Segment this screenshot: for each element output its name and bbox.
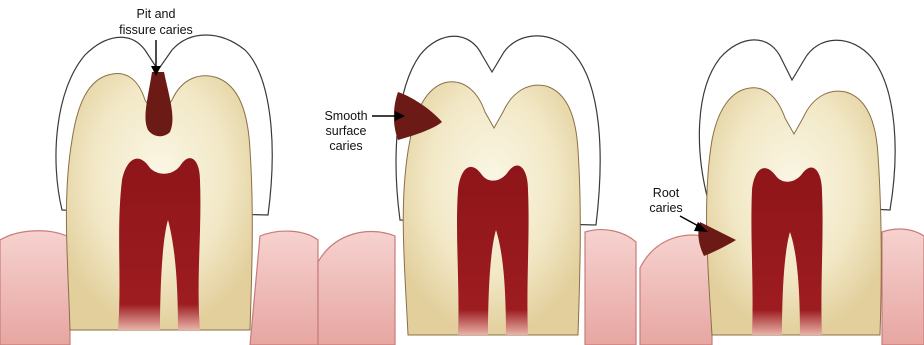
- gum-right: [882, 229, 924, 345]
- tooth-pit-fissure: Pit and fissure caries: [0, 7, 318, 345]
- label-root-line1: Root: [653, 186, 680, 200]
- label-smooth-surface-line2: surface: [326, 124, 367, 138]
- gum-left: [318, 232, 395, 345]
- gum-right: [585, 230, 636, 345]
- label-smooth-surface-line1: Smooth: [324, 109, 367, 123]
- label-pit-fissure-line1: Pit and: [137, 7, 176, 21]
- tooth-root: Root caries: [640, 40, 924, 345]
- tooth-smooth-surface: Smooth surface caries: [318, 36, 636, 345]
- label-smooth-surface-line3: caries: [329, 139, 362, 153]
- label-root-line2: caries: [649, 201, 682, 215]
- label-pit-fissure-line2: fissure caries: [119, 23, 193, 37]
- gum-left: [0, 231, 70, 345]
- gum-left: [640, 235, 712, 345]
- pulp: [118, 158, 200, 330]
- gum-right: [250, 231, 318, 345]
